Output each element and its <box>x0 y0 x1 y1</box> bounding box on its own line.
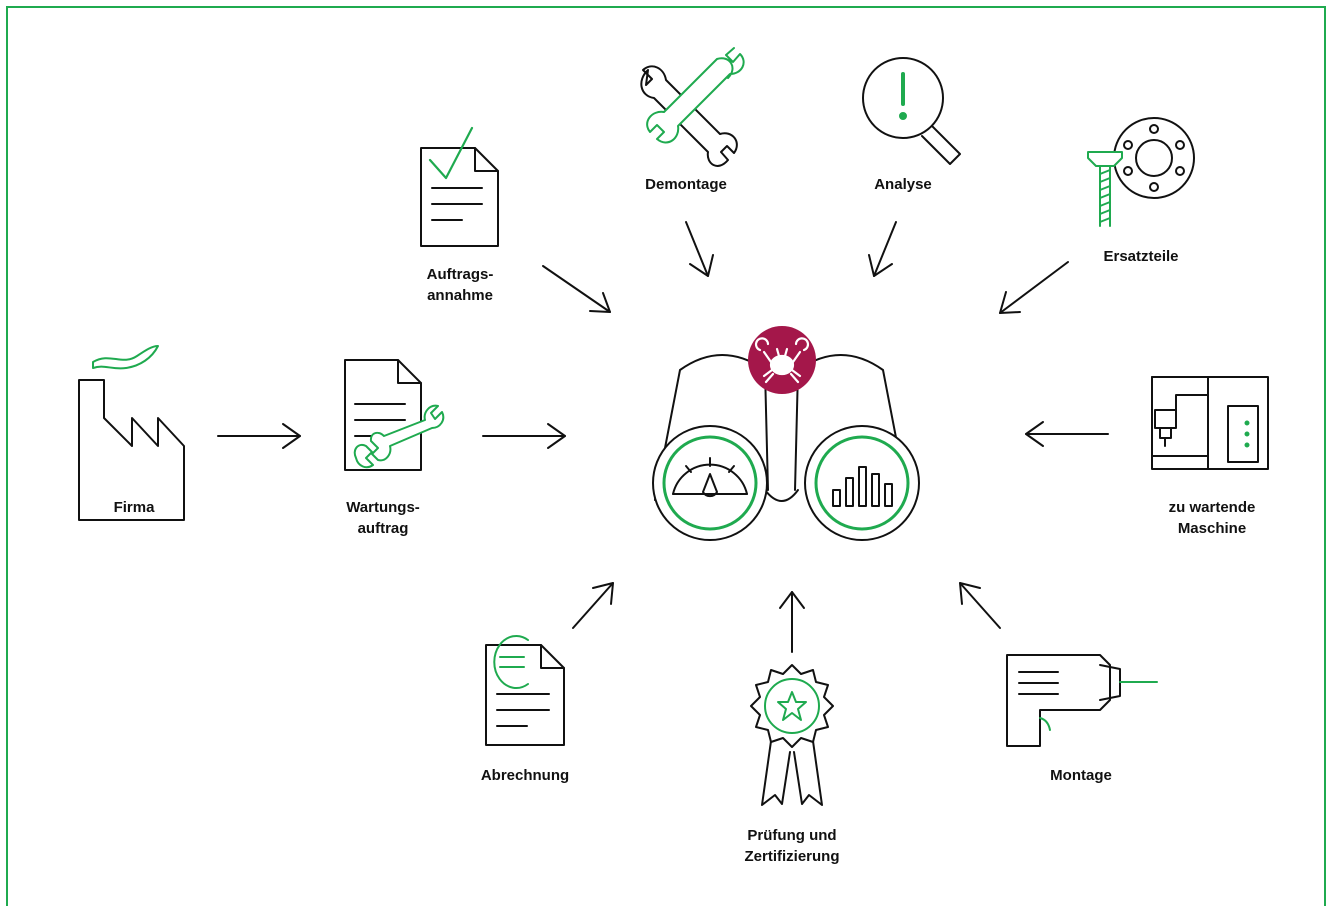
machine-icon <box>1151 376 1269 470</box>
label-montage: Montage <box>1050 765 1112 786</box>
arrow-abrechnung-to-center <box>572 582 614 629</box>
label-demontage-line1: Demontage <box>645 176 727 193</box>
label-wartungsauftrag: Wartungs- auftrag <box>346 497 420 539</box>
arrow-demontage-to-center <box>685 221 714 277</box>
factory-icon <box>78 345 185 521</box>
arrow-wartungsauftrag-to-center <box>482 423 566 449</box>
label-montage-line1: Montage <box>1050 767 1112 784</box>
arrow-montage-to-center <box>959 582 1001 629</box>
label-pruefung-line2: Zertifizierung <box>744 848 840 865</box>
document-check-icon <box>420 126 499 247</box>
arrow-pruefung-to-center <box>779 591 805 653</box>
label-firma: Firma <box>114 497 155 518</box>
arrow-analyse-to-center <box>868 221 897 277</box>
label-auftragsannahme-line2: annahme <box>427 287 493 304</box>
magnifier-exclamation-icon <box>862 57 961 165</box>
diagram-frame <box>6 6 1326 906</box>
label-firma-line1: Firma <box>113 499 155 516</box>
label-demontage: Demontage <box>645 174 727 195</box>
label-auftragsannahme: Auftrags- annahme <box>427 264 494 306</box>
drill-icon <box>1006 654 1158 747</box>
label-pruefung: Prüfung und Zertifizierung <box>744 825 839 867</box>
crab-icon <box>748 326 816 394</box>
label-ersatzteile-line1: Ersatzteile <box>1103 248 1179 265</box>
arrow-maschine-to-center <box>1025 421 1109 447</box>
label-pruefung-line1: Prüfung und <box>747 827 837 844</box>
label-maschine-line1: zu wartende <box>1168 499 1256 516</box>
crossed-wrenches-icon <box>640 47 745 167</box>
arrow-auftragsannahme-to-center <box>542 265 611 313</box>
screw-bearing-icon <box>1087 117 1195 227</box>
label-abrechnung: Abrechnung <box>481 765 569 786</box>
label-auftragsannahme-line1: Auftrags- <box>426 266 494 283</box>
label-maschine-line2: Maschine <box>1177 520 1247 537</box>
binoculars-icon <box>652 354 920 541</box>
label-ersatzteile: Ersatzteile <box>1103 246 1178 267</box>
document-wrench-icon <box>344 359 445 471</box>
award-rosette-icon <box>750 664 834 806</box>
arrow-ersatzteile-to-center <box>999 261 1069 314</box>
label-wartungsauftrag-line1: Wartungs- <box>346 499 420 516</box>
speedometer-icon <box>672 457 748 498</box>
label-abrechnung-line1: Abrechnung <box>480 767 570 784</box>
document-euro-icon <box>485 635 565 746</box>
label-maschine: zu wartende Maschine <box>1169 497 1256 539</box>
arrow-firma-to-wartungsauftrag <box>217 423 301 449</box>
label-analyse: Analyse <box>874 174 932 195</box>
bar-chart-icon <box>832 466 893 507</box>
label-analyse-line1: Analyse <box>874 176 932 193</box>
label-wartungsauftrag-line2: auftrag <box>357 520 409 537</box>
